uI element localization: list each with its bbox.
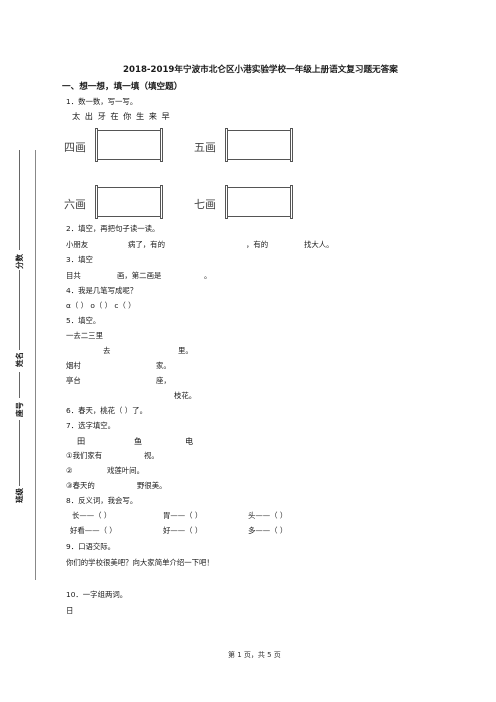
q2-text-d: 找大人。	[304, 240, 334, 249]
q8-row2-item1: 好看——（ ）	[70, 526, 117, 535]
q5-line2-b: 里。	[178, 346, 193, 355]
q5-line3-b: 家。	[156, 361, 171, 370]
score-underline	[19, 150, 20, 250]
q2-text-b: 病了，有的	[128, 240, 165, 249]
box-label-4: 四画	[64, 141, 86, 154]
box-label-7: 七画	[194, 198, 216, 211]
q7-label: 7．选字填空。	[66, 421, 116, 430]
q7-option-1: 田	[77, 436, 86, 446]
q7-line1-b: 视。	[144, 451, 159, 460]
side-label-class: 班级	[15, 488, 24, 503]
answer-box-4[interactable]	[95, 128, 163, 162]
q7-line2-a: ②	[66, 466, 73, 475]
q3-text-a: 目共	[66, 271, 81, 280]
side-label-score: 分数	[15, 254, 24, 269]
q3-label: 3．填空	[66, 255, 93, 264]
q8-row2-item2: 好——（ ）	[163, 526, 203, 535]
section-heading: 一、想一想，填一填（填空题）	[62, 82, 183, 92]
q8-row1-item2: 胃——（ ）	[163, 511, 203, 520]
class-underline	[19, 420, 20, 486]
q5-line4-b: 座，	[156, 376, 171, 385]
q1-label: 1．数一数，写一写。	[66, 97, 138, 106]
q5-label: 5．填空。	[66, 316, 101, 325]
name-underline	[19, 270, 20, 350]
q2-text-a: 小朋友	[66, 240, 89, 249]
q8-row1-item1: 长——（ ）	[72, 511, 112, 520]
q7-option-2: 鱼	[134, 436, 143, 446]
q2-text-c: ，有的	[246, 240, 269, 249]
q5-line5: 枝花。	[174, 391, 197, 400]
q5-line2-a: 去	[103, 346, 111, 355]
side-label-id: 座号	[15, 402, 24, 417]
q9-line1: 你们的学校很美吧？向大家简单介绍一下吧！	[66, 558, 214, 567]
q7-option-3: 电	[185, 436, 194, 446]
q8-row2-item3: 多——（ ）	[248, 526, 288, 535]
answer-box-6[interactable]	[95, 185, 163, 219]
q2-label: 2．填空，再把句子读一读。	[66, 224, 160, 233]
q8-row1-item3: 头——（ ）	[248, 511, 288, 520]
binding-line	[35, 150, 36, 580]
side-label-name: 姓名	[15, 352, 24, 367]
q5-line4-a: 亭台	[66, 376, 81, 385]
q10-label: 10．一字组两词。	[66, 590, 128, 599]
q4-line: α（ ） o（ ） c（ ）	[66, 301, 136, 310]
answer-box-5[interactable]	[225, 128, 293, 162]
q6-label: 6．春天，桃花（ ）了。	[66, 406, 147, 415]
q10-line1: 日	[66, 606, 74, 615]
id-underline	[19, 372, 20, 398]
q3-text-c: 。	[204, 271, 212, 280]
box-label-6: 六画	[64, 198, 86, 211]
q5-line1: 一去二三里	[66, 331, 103, 340]
q7-line3-a: ③春天的	[66, 481, 95, 490]
q9-label: 9．口语交际。	[66, 542, 116, 551]
box-label-5: 五画	[194, 141, 216, 154]
page-title: 2018-2019年宁波市北仑区小港实验学校一年级上册语文复习题无答案	[123, 65, 398, 75]
q7-line3-b: 野很美。	[137, 481, 167, 490]
q3-text-b: 画，第二画是	[117, 271, 162, 280]
q1-chars: 太 出 牙 在 你 生 来 早	[72, 111, 171, 121]
answer-box-7[interactable]	[225, 185, 293, 219]
q5-line3-a: 烟村	[66, 361, 81, 370]
q4-label: 4．我是几笔写成呢？	[66, 286, 138, 295]
q7-line2-b: 戏莲叶间。	[107, 466, 144, 475]
q7-line1-a: ①我们家有	[66, 451, 103, 460]
q8-label: 8．反义词，我会写。	[66, 496, 138, 505]
page-footer: 第 1 页，共 5 页	[228, 651, 281, 659]
